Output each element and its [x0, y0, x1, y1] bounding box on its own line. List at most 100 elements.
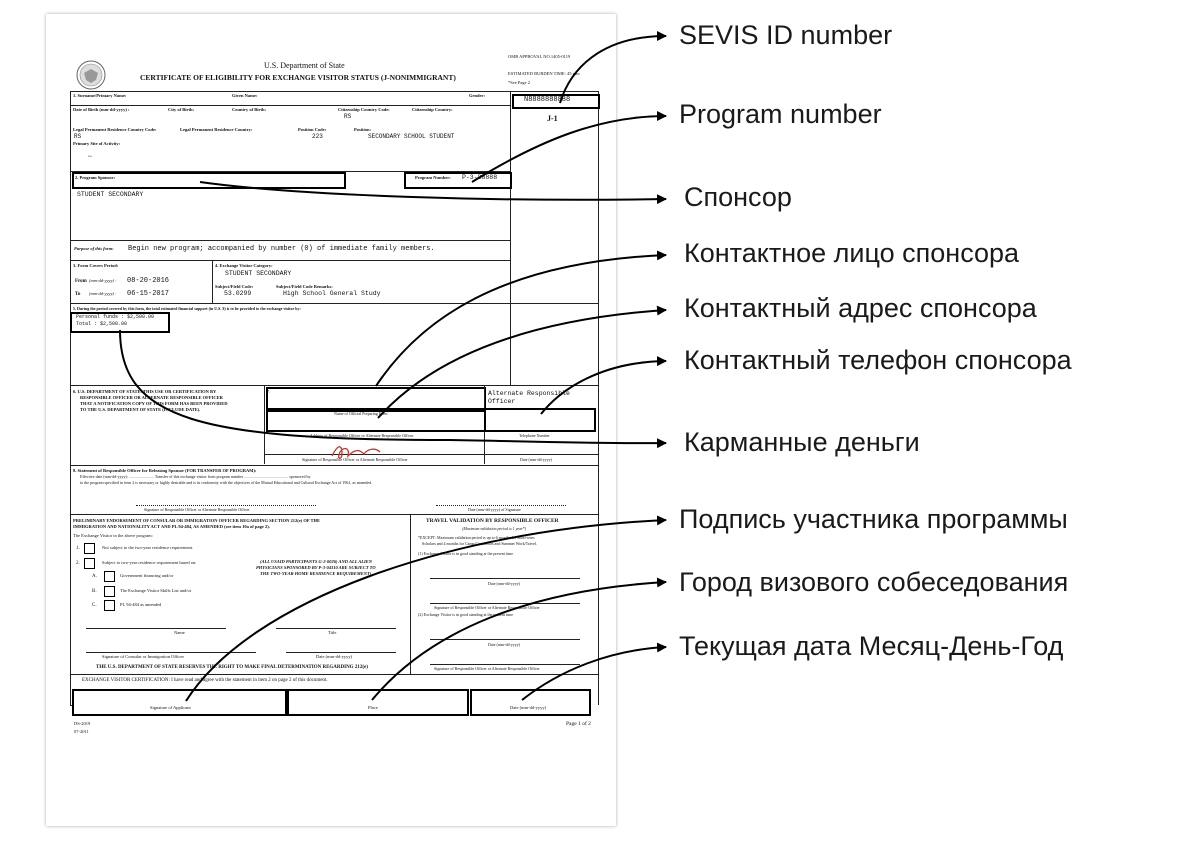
form-revision: 07-2011: [74, 729, 89, 734]
contact-person-box: [266, 387, 486, 412]
arrow-current-date: [521, 642, 667, 701]
prelim-intro: The Exchange Visitor in the above progra…: [73, 533, 153, 538]
omb-approval: OMB APPROVAL NO.1405-0119: [508, 54, 571, 59]
prelim-opt2: Subject to two-year residence requiremen…: [102, 560, 197, 565]
label-visa-city: Город визового собеседования: [679, 567, 1069, 597]
from-label: From: [75, 279, 87, 284]
subject-code-label: Subject/Field Code:: [215, 284, 254, 289]
sub-c-letter: C.: [92, 603, 97, 608]
form-id: DS-2019: [74, 721, 91, 726]
applicant-sig-caption: Signature of Applicant: [150, 705, 191, 710]
prelim-title-2: IMMIGRATION AND NATIONALITY ACT AND PL 9…: [73, 524, 270, 529]
travel-subtitle: (Maximum validation period is 1 year*): [462, 526, 527, 531]
address-caption: Address of Responsible Officer or Altern…: [310, 433, 414, 438]
sub-a-letter: A.: [92, 574, 97, 579]
skills-list-checkbox[interactable]: [104, 586, 115, 597]
sub-b: The Exchange Visitor Skills List and/or: [120, 588, 192, 593]
travel-item-1: (1) Exchange Visitor is in good standing…: [418, 551, 513, 556]
surname-label: 1. Surname/Primary Name:: [73, 93, 127, 98]
program-sponsor-value: STUDENT SECONDARY: [77, 191, 144, 198]
remarks-value: High School General Study: [283, 290, 381, 297]
not-subject-checkbox[interactable]: [84, 543, 95, 554]
current-date-box: [470, 689, 591, 716]
arrow-contact-phone: [540, 356, 667, 415]
remarks-label: Subject/Field Code Remarks:: [276, 284, 333, 289]
section6-line4: TO THE U.S. DEPARTMENT OF STATE (INCLUDE…: [80, 407, 201, 412]
arrow-contact-address: [377, 305, 667, 419]
position-code-value: 223: [312, 133, 323, 140]
position-value: SECONDARY SCHOOL STUDENT: [368, 133, 455, 140]
label-program-number: Program number: [679, 99, 882, 129]
government-financing-checkbox[interactable]: [104, 571, 115, 582]
travel-sig-caption: Signature of Responsible Officer or Alte…: [434, 605, 540, 610]
citizenship-code-value: RS: [344, 113, 352, 120]
total-funds: Total : $2,500.00: [76, 321, 128, 327]
consular-date-caption: Date (mm-dd-yyyy): [316, 654, 353, 659]
citizenship-code-label: Citizenship Country Code:: [338, 107, 390, 112]
prelim-name-caption: Name: [174, 630, 185, 635]
position-code-label: Position Code:: [298, 127, 327, 132]
to-label: To: [75, 292, 81, 297]
personal-funds: Personal funds : $2,500.00: [76, 314, 155, 320]
department-name: U.S. Department of State: [264, 61, 345, 70]
lpr-code-label: Legal Permanent Residence Country Code:: [73, 127, 157, 132]
officer-date-caption: Date (mm-dd-yyyy): [520, 457, 553, 462]
purpose-label: Purpose of this form:: [74, 246, 114, 251]
arrow-participant-signature: [185, 515, 667, 702]
form-title: CERTIFICATE OF ELIGIBILITY FOR EXCHANGE …: [140, 73, 456, 82]
arrow-visa-city: [371, 577, 667, 701]
interview-city-box: [287, 689, 469, 716]
lpr-code-value: RS: [74, 133, 82, 140]
subject-checkbox[interactable]: [84, 558, 95, 569]
sub-c: PL 94-484 as amended: [120, 602, 162, 607]
sub-a: Government financing and/or: [120, 573, 174, 578]
label-sponsor: Спонсор: [684, 182, 792, 212]
officer-signature-icon: [331, 446, 381, 459]
contact-phone-box: [484, 408, 596, 432]
participant-signature-box: [72, 689, 287, 716]
country-birth-label: Country of Birth:: [232, 107, 266, 112]
label-current-date: Текущая дата Месяц-День-Год: [679, 631, 1064, 661]
pl-94-484-checkbox[interactable]: [104, 600, 115, 611]
visa-type: J-1: [547, 114, 558, 123]
subject-code-value: 53.0299: [224, 290, 252, 297]
travel-date-caption-2: Date (mm-dd-yyyy): [488, 642, 521, 647]
sevis-id-box: [512, 94, 600, 109]
position-label: Position:: [354, 127, 372, 132]
label-contact-address: Контактный адрес спонсора: [684, 293, 1037, 323]
prelim-opt1: Not subject to the two-year residence re…: [102, 545, 194, 550]
ds2019-form-page: U.S. Department of State CERTIFICATE OF …: [46, 14, 616, 826]
primary-site-label: Primary Site of Activity:: [73, 141, 121, 146]
label-sevis-id: SEVIS ID number: [679, 20, 893, 50]
section8-line1: Effective date (mm-dd-yyyy): ...........…: [80, 474, 311, 479]
dob-label: Date of Birth (mm-dd-yyyy) :: [73, 107, 130, 112]
prelim-note-2: PHYSICIANS SPONSORED BY P-3-04310 ARE SU…: [256, 565, 376, 570]
section8-date-caption: Date (mm-dd-yyyy) of Signature: [468, 507, 521, 512]
prelim-opt1-num: 1.: [76, 546, 80, 551]
final-determination: THE U.S. DEPARTMENT OF STATE RESERVES TH…: [96, 665, 368, 670]
prelim-title-caption: Title: [328, 630, 337, 635]
travel-date-caption: Date (mm-dd-yyyy): [488, 581, 521, 586]
category-label: 4. Exchange Visitor Category:: [215, 263, 273, 268]
section6-line2: RESPONSIBLE OFFICER OR ALTERNATE RESPONS…: [80, 395, 223, 400]
section6-line1: 6. U.S. DEPARTMENT OF STATE: THIS USE OR…: [73, 389, 217, 394]
program-sponsor-box: [72, 172, 346, 189]
travel-except-1: *EXCEPT: Maximum validation period is up…: [418, 535, 535, 540]
sevis-id-value: N8888888888: [524, 96, 571, 104]
travel-item-2: (2) Exchange Visitor is in good standing…: [418, 612, 513, 617]
program-number-box: [404, 172, 512, 189]
see-page-note: *See Page 2: [508, 80, 530, 85]
state-department-seal-icon: [76, 60, 106, 90]
primary-site-value: ~: [88, 153, 92, 161]
arrow-sevis: [559, 31, 667, 104]
officer-type: Alternate Responsible Officer: [488, 390, 570, 405]
page-number: Page 1 of 2: [566, 721, 591, 727]
section6-line3: THAT A NOTIFICATION COPY OF THIS FORM HA…: [80, 401, 228, 406]
section7-number: 7.: [267, 389, 271, 394]
from-date-value: 08-20-2016: [127, 277, 170, 285]
to-date-value: 06-15-2017: [127, 290, 170, 298]
section8-sig-caption: Signature of Responsible Officer or Alte…: [144, 507, 250, 512]
label-pocket-money: Карманные деньги: [684, 427, 920, 457]
prelim-title-1: PRELIMINARY ENDORSEMENT OF CONSULAR OR I…: [73, 518, 320, 523]
